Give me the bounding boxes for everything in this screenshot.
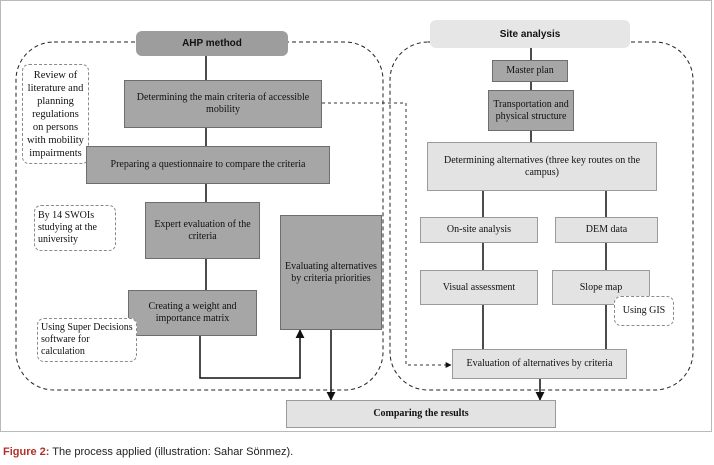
- caption-label: Figure 2:: [3, 446, 50, 458]
- evaluating-alternatives-box: Evaluating alternatives by criteria prio…: [280, 215, 382, 330]
- evaluation-alternatives-box: Evaluation of alternatives by criteria: [452, 349, 627, 379]
- ahp-group-outline: [15, 41, 384, 391]
- expert-evaluation-box: Expert evaluation of the criteria: [145, 202, 260, 259]
- onsite-analysis-box: On-site analysis: [420, 217, 538, 243]
- literature-review-note: Review of literature and planning regula…: [22, 64, 89, 164]
- determine-criteria-box: Determining the main criteria of accessi…: [124, 80, 322, 128]
- dem-data-box: DEM data: [555, 217, 658, 243]
- ahp-method-header: AHP method: [136, 31, 288, 56]
- swoi-note: By 14 SWOIs studying at the university: [34, 205, 116, 251]
- slope-map-box: Slope map: [552, 270, 650, 305]
- site-analysis-header: Site analysis: [430, 20, 630, 48]
- questionnaire-box: Preparing a questionnaire to compare the…: [86, 146, 330, 184]
- connector-matrix-to-evaluating: [199, 329, 305, 379]
- figure-caption: Figure 2: The process applied (illustrat…: [3, 446, 293, 458]
- figure-frame: [0, 0, 712, 432]
- connector-criteria-to-evaluation: [322, 102, 452, 368]
- weight-matrix-box: Creating a weight and importance matrix: [128, 290, 257, 336]
- comparing-results-box: Comparing the results: [286, 400, 556, 428]
- super-decisions-note: Using Super Decisions software for calcu…: [37, 318, 137, 362]
- caption-text: The process applied (illustration: Sahar…: [49, 446, 294, 458]
- determining-alternatives-box: Determining alternatives (three key rout…: [427, 142, 657, 191]
- visual-assessment-box: Visual assessment: [420, 270, 538, 305]
- transportation-structure-box: Transportation and physical structure: [488, 90, 574, 131]
- gis-note: Using GIS: [614, 296, 674, 326]
- master-plan-box: Master plan: [492, 60, 568, 82]
